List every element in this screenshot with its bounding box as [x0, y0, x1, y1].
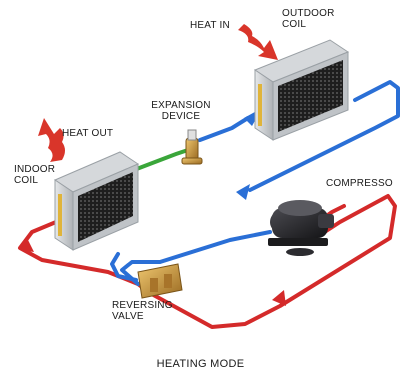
heat-in-label: HEAT IN — [190, 20, 230, 31]
reversing-valve-label: REVERSING VALVE — [112, 300, 173, 322]
diagram-caption: HEATING MODE — [156, 358, 245, 370]
liquid-refrigerant-line — [132, 148, 190, 172]
cold-refrigerant-line — [110, 80, 400, 286]
outdoor-coil-label-line1: OUTDOOR — [282, 8, 335, 19]
indoor-coil-label: INDOOR COIL — [14, 164, 55, 186]
outdoor-coil-icon — [253, 39, 350, 141]
indoor-coil-icon — [53, 151, 140, 251]
heat-out-arrow-icon — [38, 118, 65, 162]
flow-arrow-icon — [20, 240, 34, 252]
compressor-icon — [268, 200, 334, 256]
reversing-valve-icon — [137, 263, 183, 299]
expansion-valve-icon — [181, 129, 203, 165]
outdoor-coil-label-line2: COIL — [282, 19, 307, 30]
reversing-valve-label-line2: VALVE — [112, 311, 144, 322]
heat-in-arrow-icon — [238, 24, 278, 60]
compressor-label: COMPRESSO — [326, 178, 393, 189]
indoor-coil-label-line2: COIL — [14, 175, 39, 186]
expansion-device-label: EXPANSION DEVICE — [146, 100, 216, 122]
indoor-coil-label-line1: INDOOR — [14, 164, 56, 175]
expansion-device-label-line1: EXPANSION — [151, 100, 211, 111]
expansion-device-label-line2: DEVICE — [161, 111, 201, 122]
reversing-valve-label-line1: REVERSING — [112, 300, 173, 311]
outdoor-coil-label: OUTDOOR COIL — [282, 8, 335, 30]
flow-arrow-icon — [272, 290, 286, 306]
flow-arrow-icon — [236, 184, 250, 200]
heat-out-label: HEAT OUT — [62, 128, 114, 139]
